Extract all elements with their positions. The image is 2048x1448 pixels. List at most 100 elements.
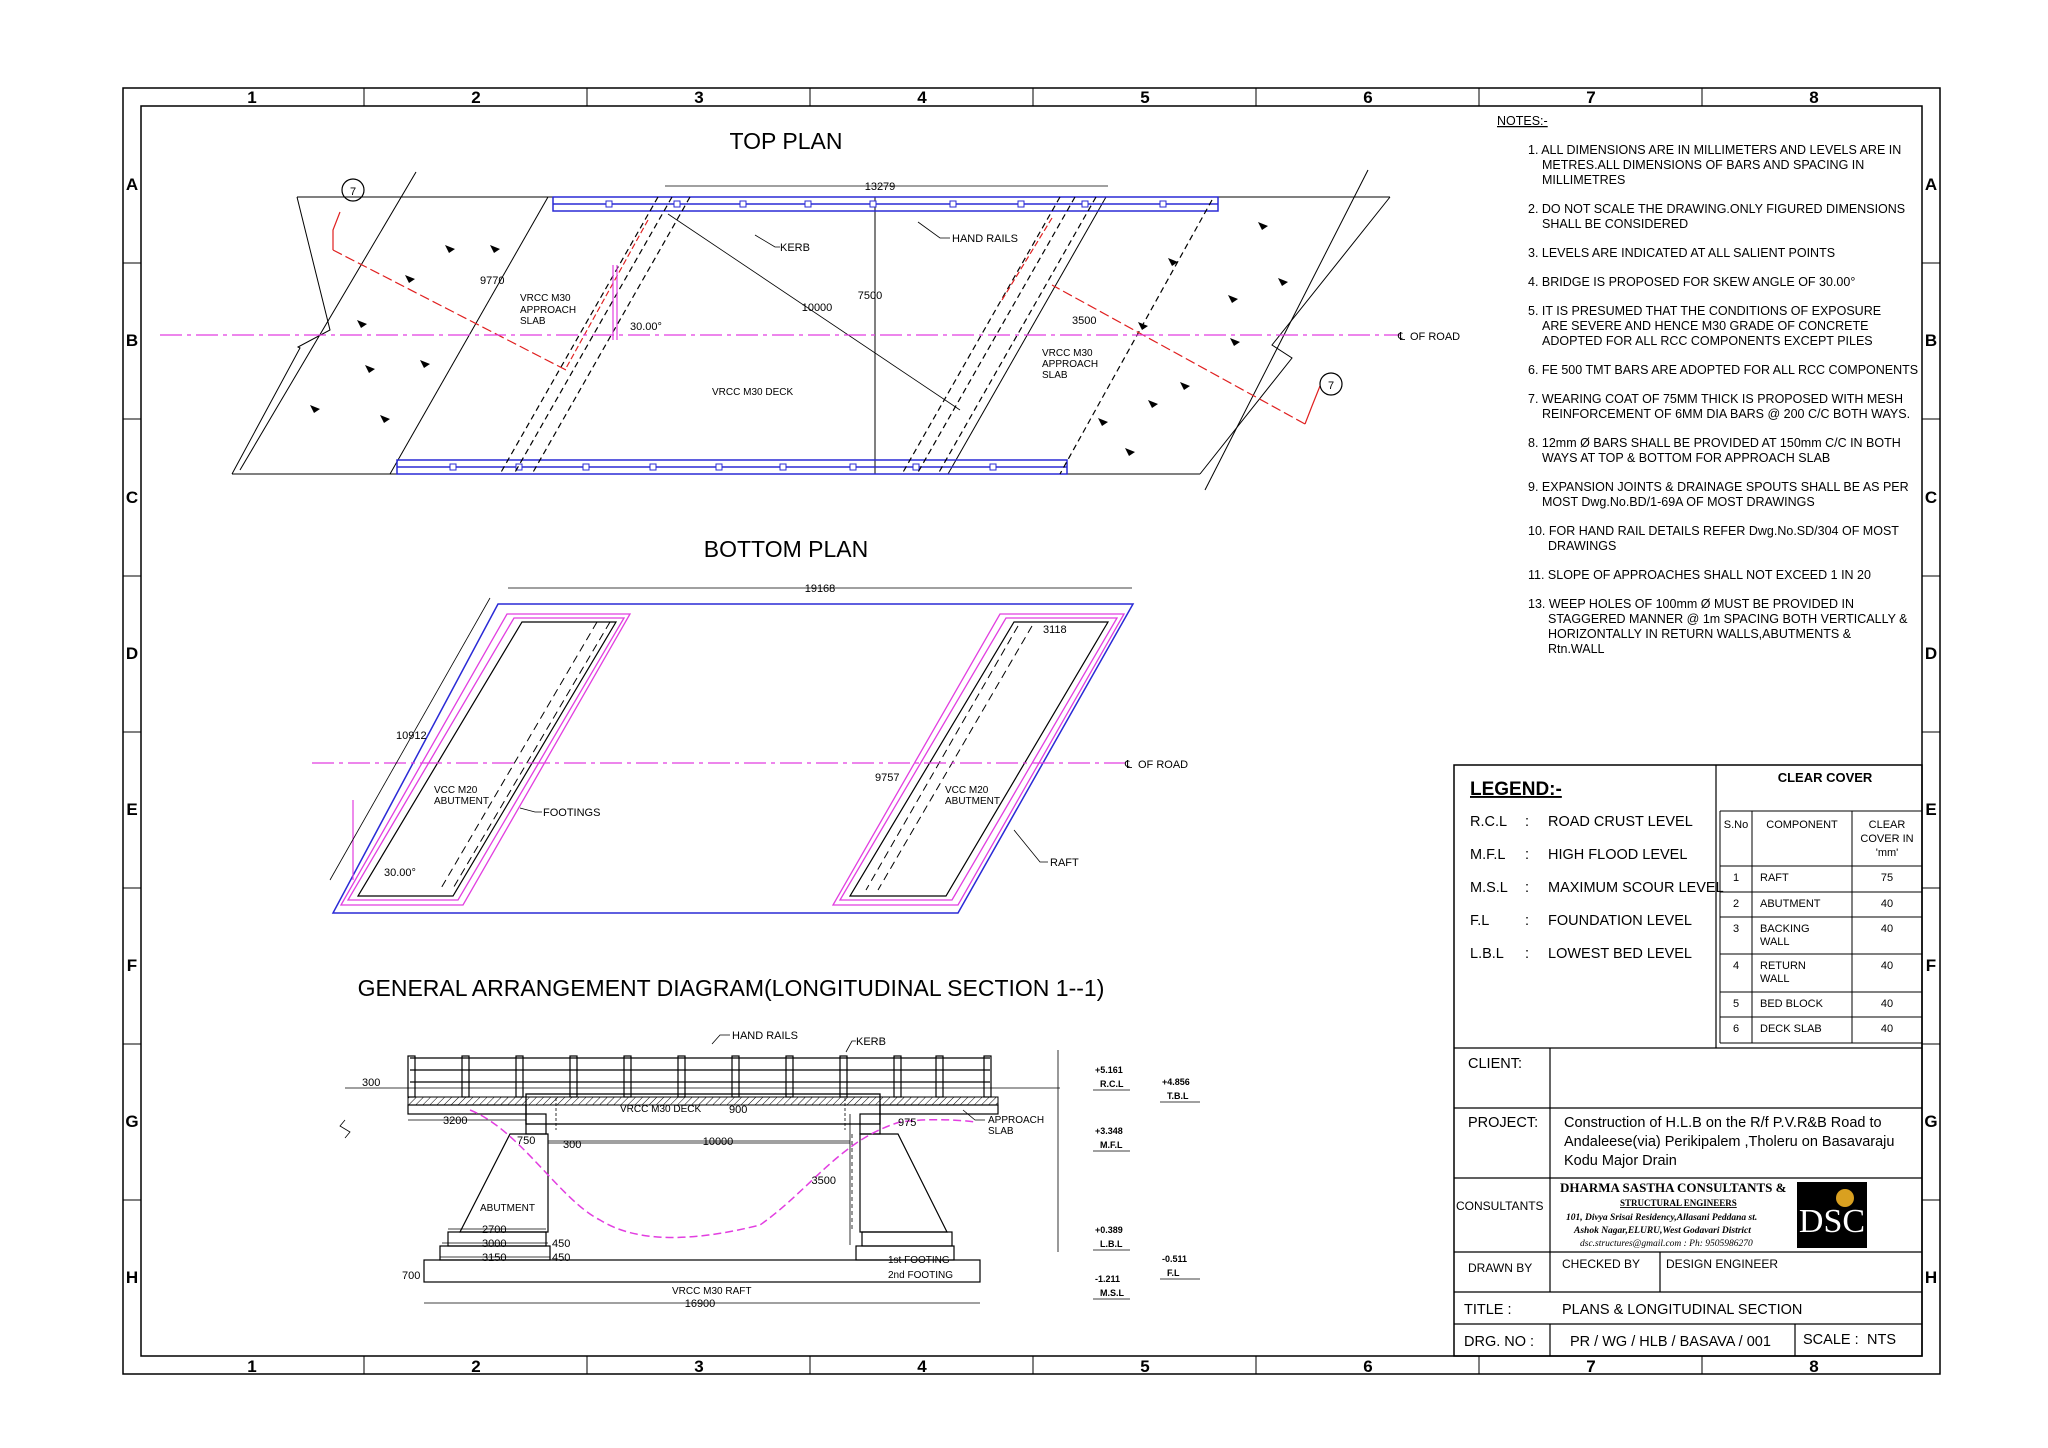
- grid-col-label: 5: [1140, 88, 1149, 107]
- grid-row-label: A: [1925, 175, 1937, 194]
- grid-row-label: G: [125, 1112, 138, 1131]
- grid-col-label: 8: [1809, 1357, 1818, 1376]
- level-value: -0.511: [1162, 1254, 1187, 1264]
- grid-col-label: 5: [1140, 1357, 1149, 1376]
- title-label: TITLE :: [1464, 1302, 1512, 1318]
- dim-19168: 19168: [805, 583, 836, 595]
- dim-300-b: 300: [563, 1139, 581, 1151]
- grid-col-label: 6: [1363, 88, 1372, 107]
- approach-slab-right-label: SLAB: [1042, 370, 1068, 381]
- hand-rails-label: HAND RAILS: [952, 233, 1018, 245]
- legend-abbr: M.S.L: [1470, 880, 1508, 896]
- section-cut-line: [332, 211, 341, 250]
- legend-sep: :: [1525, 946, 1529, 962]
- grid-col-label: 3: [694, 1357, 703, 1376]
- longitudinal-section: GENERAL ARRANGEMENT DIAGRAM(LONGITUDINAL…: [339, 975, 1200, 1310]
- note-line: 11. SLOPE OF APPROACHES SHALL NOT EXCEED…: [1528, 568, 1871, 582]
- level-value: +3.348: [1095, 1126, 1123, 1136]
- dim-10000: 10000: [703, 1136, 734, 1148]
- cc-component: WALL: [1760, 973, 1790, 985]
- level-value: -1.211: [1095, 1274, 1120, 1284]
- project-line: Andaleese(via) Perikipalem ,Tholeru on B…: [1564, 1134, 1894, 1150]
- grid-row-label: C: [1925, 488, 1937, 507]
- grid-row-label: B: [1925, 331, 1937, 350]
- raft-label: RAFT: [1050, 857, 1079, 869]
- legend-desc: ROAD CRUST LEVEL: [1548, 814, 1693, 830]
- legend-abbr: M.F.L: [1470, 847, 1505, 863]
- grid-col-label: 1: [247, 1357, 256, 1376]
- grid-col-label: 7: [1586, 1357, 1595, 1376]
- note-line: 5. IT IS PRESUMED THAT THE CONDITIONS OF…: [1528, 304, 1881, 318]
- firm-address: 101, Divya Srisai Residency,Allasani Ped…: [1566, 1213, 1757, 1223]
- grid-row-label: A: [126, 175, 138, 194]
- legend-desc: HIGH FLOOD LEVEL: [1548, 847, 1687, 863]
- drg-no-value: PR / WG / HLB / BASAVA / 001: [1570, 1334, 1771, 1350]
- cc-sno: 2: [1733, 898, 1739, 910]
- drawn-by-label: DRAWN BY: [1468, 1261, 1532, 1275]
- section-approach-slab-label: SLAB: [988, 1126, 1014, 1137]
- section-mark-label: 7: [350, 186, 356, 198]
- bottom-plan-title: BOTTOM PLAN: [704, 536, 868, 562]
- centre-line-label: OF ROAD: [1410, 331, 1460, 343]
- hand-rail: [407, 1055, 992, 1098]
- note-line: 3. LEVELS ARE INDICATED AT ALL SALIENT P…: [1528, 246, 1835, 260]
- centre-line-label: OF ROAD: [1138, 759, 1188, 771]
- dim-700: 700: [402, 1270, 420, 1282]
- section-kerb-label: KERB: [856, 1036, 886, 1048]
- cc-col-header: CLEAR: [1869, 819, 1906, 831]
- note-line: 6. FE 500 TMT BARS ARE ADOPTED FOR ALL R…: [1528, 363, 1918, 377]
- note-line: ADOPTED FOR ALL RCC COMPONENTS EXCEPT PI…: [1542, 334, 1873, 348]
- consultants-label: CONSULTANTS: [1456, 1199, 1544, 1213]
- approach-slab-left-label: VRCC M30: [520, 293, 571, 304]
- grid-row-label: D: [126, 644, 138, 663]
- dim-3200: 3200: [443, 1115, 467, 1127]
- dim-750: 750: [517, 1135, 535, 1147]
- cc-sno: 5: [1733, 998, 1739, 1010]
- bottom-plan: BOTTOM PLAN 19168 10912 3118 9757 VCC M2…: [312, 536, 1188, 914]
- dim-7500: 7500: [858, 290, 882, 302]
- first-footing-label: 1st FOOTING: [888, 1255, 950, 1266]
- legend-sep: :: [1525, 880, 1529, 896]
- cc-sno: 1: [1733, 872, 1739, 884]
- approach-slab-right-label: VRCC M30: [1042, 348, 1093, 359]
- cc-component: RETURN: [1760, 960, 1806, 972]
- cc-sno: 6: [1733, 1023, 1739, 1035]
- section-mark-label: 7: [1328, 380, 1334, 392]
- cc-col-header: COVER IN: [1860, 833, 1913, 845]
- top-plan: TOP PLAN: [160, 128, 1460, 491]
- firm-address: Ashok Nagar,ELURU,West Godavari District: [1573, 1226, 1751, 1236]
- scale-value: NTS: [1867, 1332, 1896, 1348]
- note-line: STAGGERED MANNER @ 1m SPACING BOTH VERTI…: [1548, 612, 1908, 626]
- ground-hatch: [310, 222, 1288, 456]
- grid-row-label: F: [127, 956, 137, 975]
- grid-col-label: 2: [471, 1357, 480, 1376]
- level-tag: M.S.L: [1100, 1288, 1125, 1298]
- dim-450-b: 450: [552, 1252, 570, 1264]
- bottom-skew-angle: 30.00°: [384, 867, 416, 879]
- legend-sep: :: [1525, 814, 1529, 830]
- note-line: Rtn.WALL: [1548, 642, 1605, 656]
- scale-label: SCALE :: [1803, 1332, 1859, 1348]
- level-marker: +5.161 R.C.L: [1093, 1065, 1130, 1091]
- section-abutment-label: ABUTMENT: [480, 1203, 535, 1214]
- legend-abbr: L.B.L: [1470, 946, 1504, 962]
- deck-label: VRCC M30 DECK: [712, 387, 793, 398]
- grid-row-label: G: [1924, 1112, 1937, 1131]
- cc-cover: 40: [1881, 923, 1893, 935]
- legend-desc: MAXIMUM SCOUR LEVEL: [1548, 880, 1724, 896]
- abutment-left-label: ABUTMENT: [434, 796, 489, 807]
- dim-3118: 3118: [1043, 624, 1067, 636]
- level-tag: T.B.L: [1167, 1091, 1189, 1101]
- level-marker: -0.511 F.L: [1160, 1254, 1200, 1280]
- dim-450: 450: [552, 1238, 570, 1250]
- dim-16900: 16900: [685, 1298, 716, 1310]
- grid-col-label: 4: [917, 1357, 927, 1376]
- project-line: Kodu Major Drain: [1564, 1153, 1677, 1169]
- note-line: 8. 12mm Ø BARS SHALL BE PROVIDED AT 150m…: [1528, 436, 1901, 450]
- raft-label: VRCC M30 RAFT: [672, 1286, 751, 1297]
- note-line: 13. WEEP HOLES OF 100mm Ø MUST BE PROVID…: [1528, 597, 1854, 611]
- centre-line-symbol: ℄: [1397, 331, 1405, 343]
- border-frame: 1 2 3 4 5 6 7 8 1 2 3 4 5 6 7 8 A B C D …: [122, 87, 1941, 1376]
- checked-by-label: CHECKED BY: [1562, 1257, 1640, 1271]
- grid-col-label: 7: [1586, 88, 1595, 107]
